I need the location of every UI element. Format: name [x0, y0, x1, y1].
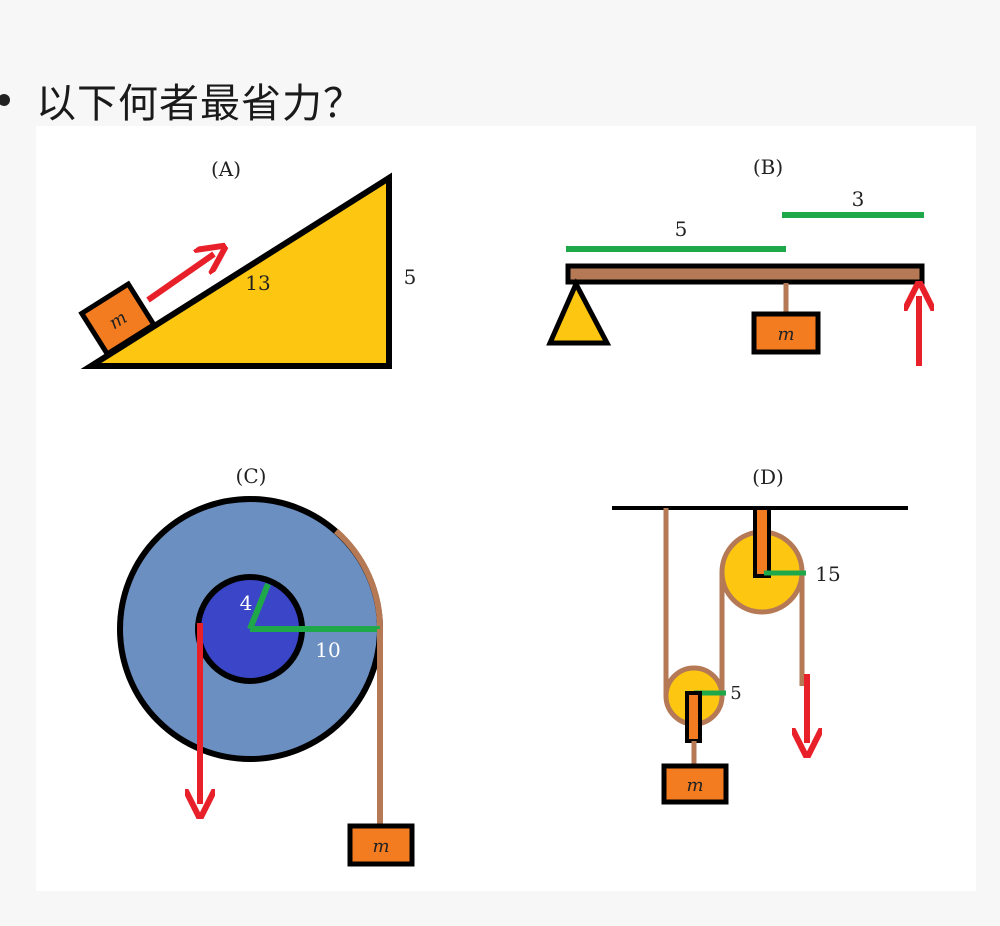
inner-radius-label: 4: [240, 591, 253, 615]
large-pulley-radius-label: 15: [815, 562, 840, 586]
small-pulley-radius-label: 5: [730, 683, 741, 704]
panel-c-label: (C): [236, 464, 267, 488]
question-row: 以下何者最省力？: [0, 72, 364, 128]
incline-height-label: 5: [404, 265, 417, 289]
panel-d: (D) 15 5 m: [612, 465, 908, 805]
question-text: 以下何者最省力？: [36, 81, 364, 127]
force-arrow-a: [146, 254, 214, 303]
outer-radius-label: 10: [315, 638, 340, 662]
mass-label-b: m: [777, 324, 794, 345]
distance-label-3: 3: [852, 187, 865, 211]
block-d: [661, 763, 729, 805]
panel-a-label: (A): [211, 157, 241, 181]
panel-d-label: (D): [752, 465, 784, 489]
block-a: m: [78, 280, 158, 358]
mass-label-d: m: [686, 775, 703, 796]
mechanics-diagram: (A) 13 5 m (B) 5 3 m (C): [78, 155, 976, 867]
incline-hypotenuse-label: 13: [245, 271, 270, 295]
lever-beam: [565, 263, 925, 285]
bullet-icon: [0, 94, 10, 106]
mass-label-c: m: [372, 836, 389, 857]
panel-b-label: (B): [753, 155, 783, 179]
fulcrum: [546, 278, 612, 346]
block-c: [347, 823, 415, 867]
block-b: [751, 311, 821, 355]
panel-b: (B) 5 3 m: [546, 155, 925, 366]
figure-panel: (A) 13 5 m (B) 5 3 m (C): [36, 126, 976, 891]
panel-c: (C) 4 10 m: [117, 464, 415, 867]
small-pulley-mount: [685, 691, 702, 743]
inner-radius-line: [247, 582, 271, 631]
large-pulley-mount: [753, 506, 771, 578]
incline-triangle: [80, 172, 392, 369]
panel-a: (A) 13 5 m: [78, 157, 417, 369]
wrapped-rope-c: [334, 528, 384, 630]
distance-label-5: 5: [675, 217, 688, 241]
